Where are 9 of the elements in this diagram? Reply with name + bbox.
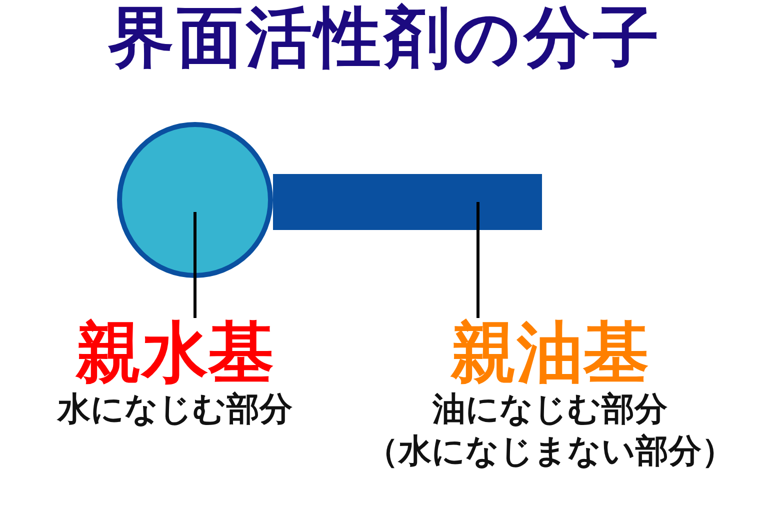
leader-line <box>194 212 196 318</box>
description: 水になじむ部分 <box>58 388 292 430</box>
group-name: 親水基 <box>76 318 274 388</box>
group-name: 親油基 <box>451 318 649 388</box>
tail-bar <box>273 174 542 230</box>
description: （水になじまない部分） <box>366 430 734 472</box>
leader-line <box>476 202 480 318</box>
description: 油になじむ部分 <box>432 388 668 430</box>
title: 界面活性剤の分子 <box>108 2 662 74</box>
